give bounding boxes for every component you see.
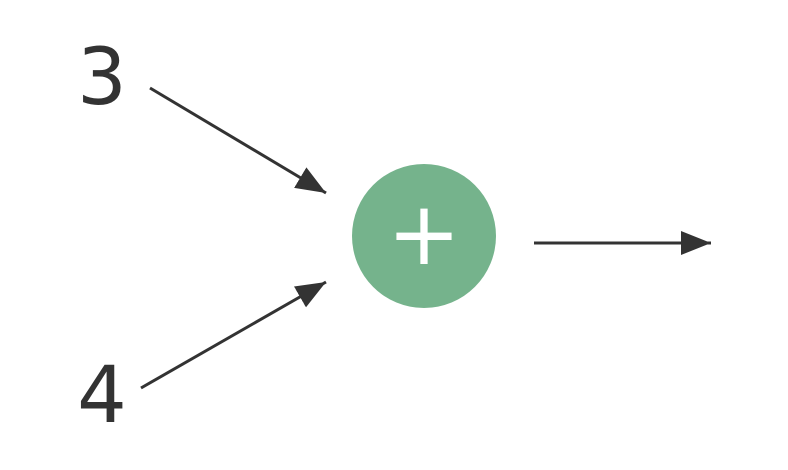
plus-operator-node: +: [352, 164, 496, 308]
input-3-label: 3: [77, 33, 127, 123]
plus-icon: +: [387, 182, 461, 285]
arrow-from-4-to-plus: [140, 280, 327, 390]
arrow-from-3-to-plus: [149, 86, 327, 195]
input-4-label: 4: [77, 351, 127, 441]
plus-node-circle: [352, 164, 496, 308]
